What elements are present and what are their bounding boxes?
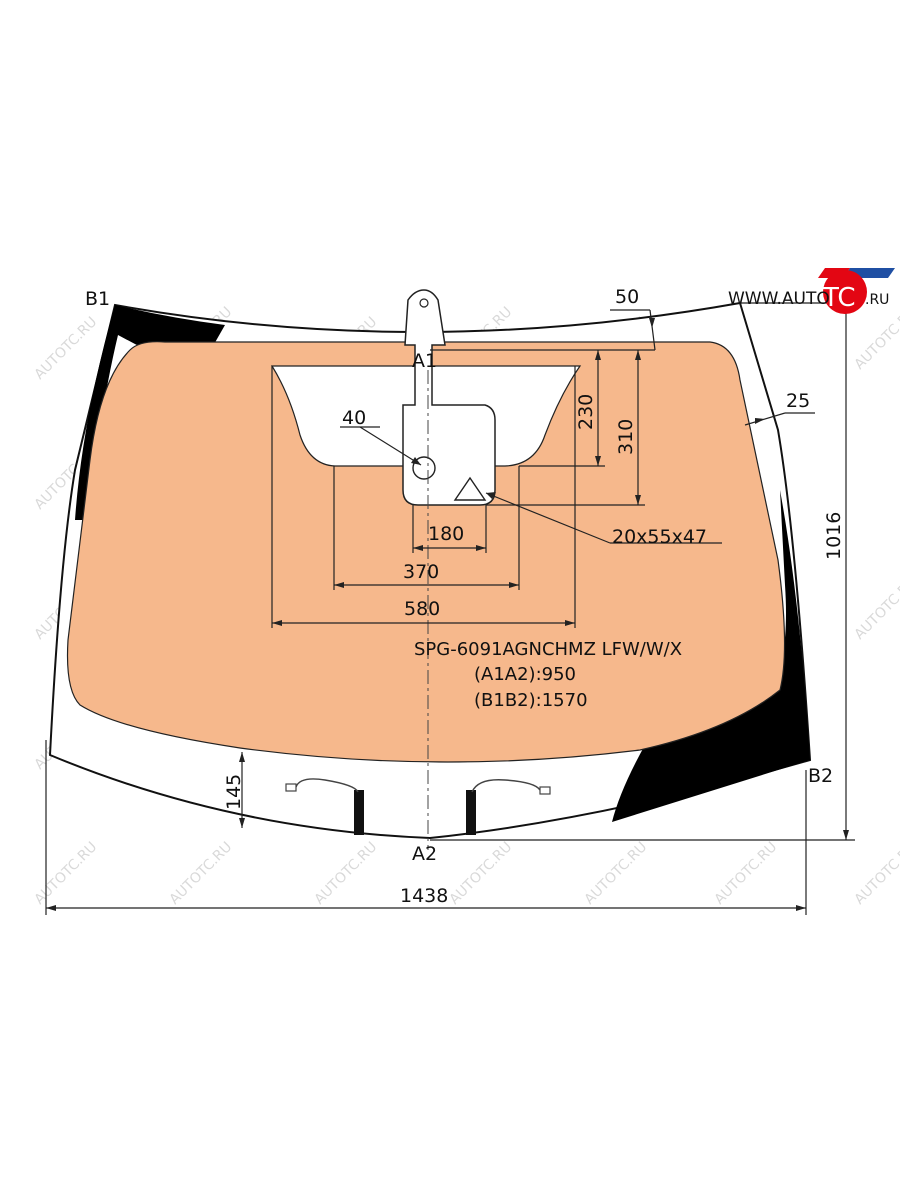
site-logo: WWW.AUTO TC .RU [728,268,895,314]
sensor-circle-icon [412,456,436,480]
logo-prefix: WWW.AUTO [728,289,830,309]
connector-left [354,790,364,835]
dim-310: 310 [615,419,637,455]
frit-top-left [75,305,225,520]
point-a2: A2 [412,843,437,865]
point-a1: A1 [412,350,437,372]
dim-1438: 1438 [400,885,448,907]
watermark-29: AUTOTC.RU [852,839,900,908]
wire-right-plug [539,786,551,795]
logo-suffix: .RU [865,292,889,308]
dim-580: 580 [404,598,440,620]
logo-mark: TC [822,283,856,313]
wire-left-plug [285,783,297,792]
point-b2: B2 [808,765,833,787]
dim-1016: 1016 [823,512,845,560]
product-a1a2: (A1A2):950 [474,664,576,685]
frit-right [612,490,810,822]
dim-145: 145 [223,774,245,810]
dim-370: 370 [403,561,439,583]
watermark-1: AUTOTC.RU [32,314,101,383]
mirror-pad [402,289,496,506]
watermark-25: AUTOTC.RU [312,839,381,908]
mirror-hole-icon [419,298,429,308]
point-b1: B1 [85,288,110,310]
wire-left [295,778,359,793]
product-b1b2: (B1B2):1570 [474,690,588,711]
watermark-16: AUTOTC.RU [852,574,900,643]
product-code: SPG-6091AGNCHMZ LFW/W/X [414,639,682,660]
dim-180: 180 [428,523,464,545]
dim-50: 50 [615,286,639,308]
dim-25: 25 [786,390,810,412]
wire-right [471,779,541,793]
tinted-zone [66,341,786,763]
watermark-6: AUTOTC.RU [852,304,900,373]
dim-230: 230 [575,394,597,430]
watermark-26: AUTOTC.RU [447,839,516,908]
watermark-23: AUTOTC.RU [32,839,101,908]
dim-40: 40 [342,407,366,429]
watermark-28: AUTOTC.RU [712,839,781,908]
watermark-24: AUTOTC.RU [167,839,236,908]
triangle-marker-icon [453,476,487,501]
logo-circle [823,270,867,314]
connector-right [466,790,476,835]
dim-triangle: 20x55x47 [612,526,707,548]
watermark-27: AUTOTC.RU [582,839,651,908]
